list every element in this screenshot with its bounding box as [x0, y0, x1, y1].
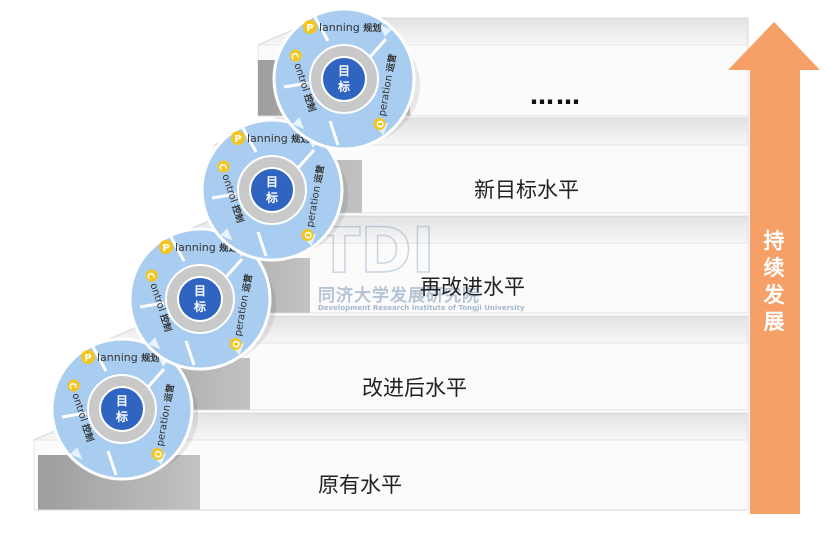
disc-center: [249, 167, 295, 213]
watermark-logo: TDI: [317, 213, 435, 288]
operation-initial: O: [154, 449, 165, 459]
control-badge-icon: [289, 49, 302, 62]
disc-center: [99, 386, 145, 432]
segment-divider: [240, 125, 258, 153]
level-improved: 改进后水平: [362, 376, 467, 400]
control-initial: C: [144, 271, 156, 281]
planning-badge-icon: [231, 131, 245, 145]
planning-initial: P: [306, 23, 313, 34]
segment-divider: [256, 231, 268, 257]
cycle-arrow-icon: [148, 337, 161, 350]
control-initial: C: [216, 162, 228, 172]
arrow-char-2: 续: [763, 256, 785, 280]
control-badge-icon: [145, 269, 158, 282]
operation-badge-icon: [373, 117, 386, 130]
operation-badge-icon: [229, 337, 242, 350]
disc-center-label: 目: [194, 284, 206, 298]
segment-divider: [139, 301, 165, 309]
control-badge-icon: [67, 379, 80, 392]
disc-center: [321, 56, 367, 102]
control-initial: C: [288, 51, 300, 61]
segment-divider: [168, 234, 186, 262]
disc-center-label: 目: [266, 175, 278, 189]
sustainable-development-arrow: [728, 22, 820, 514]
disc-center-label: 目: [116, 394, 128, 408]
level-re-improved: 再改进水平: [420, 275, 525, 299]
segment-divider: [312, 14, 330, 42]
operation-initial: O: [304, 230, 315, 240]
segment-divider: [106, 450, 118, 476]
segment-divider: [368, 38, 388, 58]
disc-center-label: 目: [338, 64, 350, 78]
up-arrow-icon: [728, 22, 820, 514]
planning-initial: P: [162, 243, 169, 254]
cycle-arrow-icon: [220, 228, 233, 241]
disc-center: [177, 276, 223, 322]
cycle-arrow-icon: [379, 24, 392, 37]
level-new-target: 新目标水平: [474, 178, 579, 202]
segment-divider: [146, 368, 166, 388]
operation-badge-icon: [301, 228, 314, 241]
planning-initial: P: [234, 134, 241, 145]
svg-text:TDI: TDI: [318, 214, 435, 287]
operation-badge-icon: [151, 447, 164, 460]
planning-badge-icon: [159, 240, 173, 254]
cycle-arrow-icon: [292, 117, 305, 130]
planning-initial: P: [84, 353, 91, 364]
watermark-text: 同济大学发展研究院: [318, 286, 480, 306]
segment-divider: [296, 149, 316, 169]
control-badge-icon: [217, 160, 230, 173]
segment-divider: [211, 192, 237, 200]
arrow-char-4: 展: [763, 310, 785, 334]
level-original: 原有水平: [318, 473, 402, 497]
operation-initial: O: [232, 339, 243, 349]
disc-center-label: 标: [193, 299, 206, 314]
planning-label: lanning 规划: [97, 351, 159, 364]
control-initial: C: [66, 381, 78, 391]
disc-center-label: 标: [265, 190, 278, 205]
arrow-char-3: 发: [763, 283, 785, 307]
watermark-subtitle: Development Research Institute of Tongji…: [318, 304, 525, 312]
planning-badge-icon: [81, 350, 95, 364]
segment-divider: [328, 120, 340, 146]
arrow-char-1: 持: [763, 229, 785, 253]
disc-center-label: 标: [115, 409, 128, 424]
segment-divider: [224, 258, 244, 278]
segment-divider: [283, 81, 309, 89]
segment-divider: [61, 411, 87, 419]
cycle-arrow-icon: [70, 447, 83, 460]
planning-badge-icon: [303, 20, 317, 34]
disc-center-label: 标: [337, 79, 350, 94]
level-continuation: ……: [530, 82, 582, 110]
operation-initial: O: [376, 119, 387, 129]
segment-divider: [90, 344, 108, 372]
planning-label: lanning 规划: [319, 21, 381, 34]
segment-divider: [184, 340, 196, 366]
arrow-label: 持 续 发 展: [742, 228, 806, 336]
